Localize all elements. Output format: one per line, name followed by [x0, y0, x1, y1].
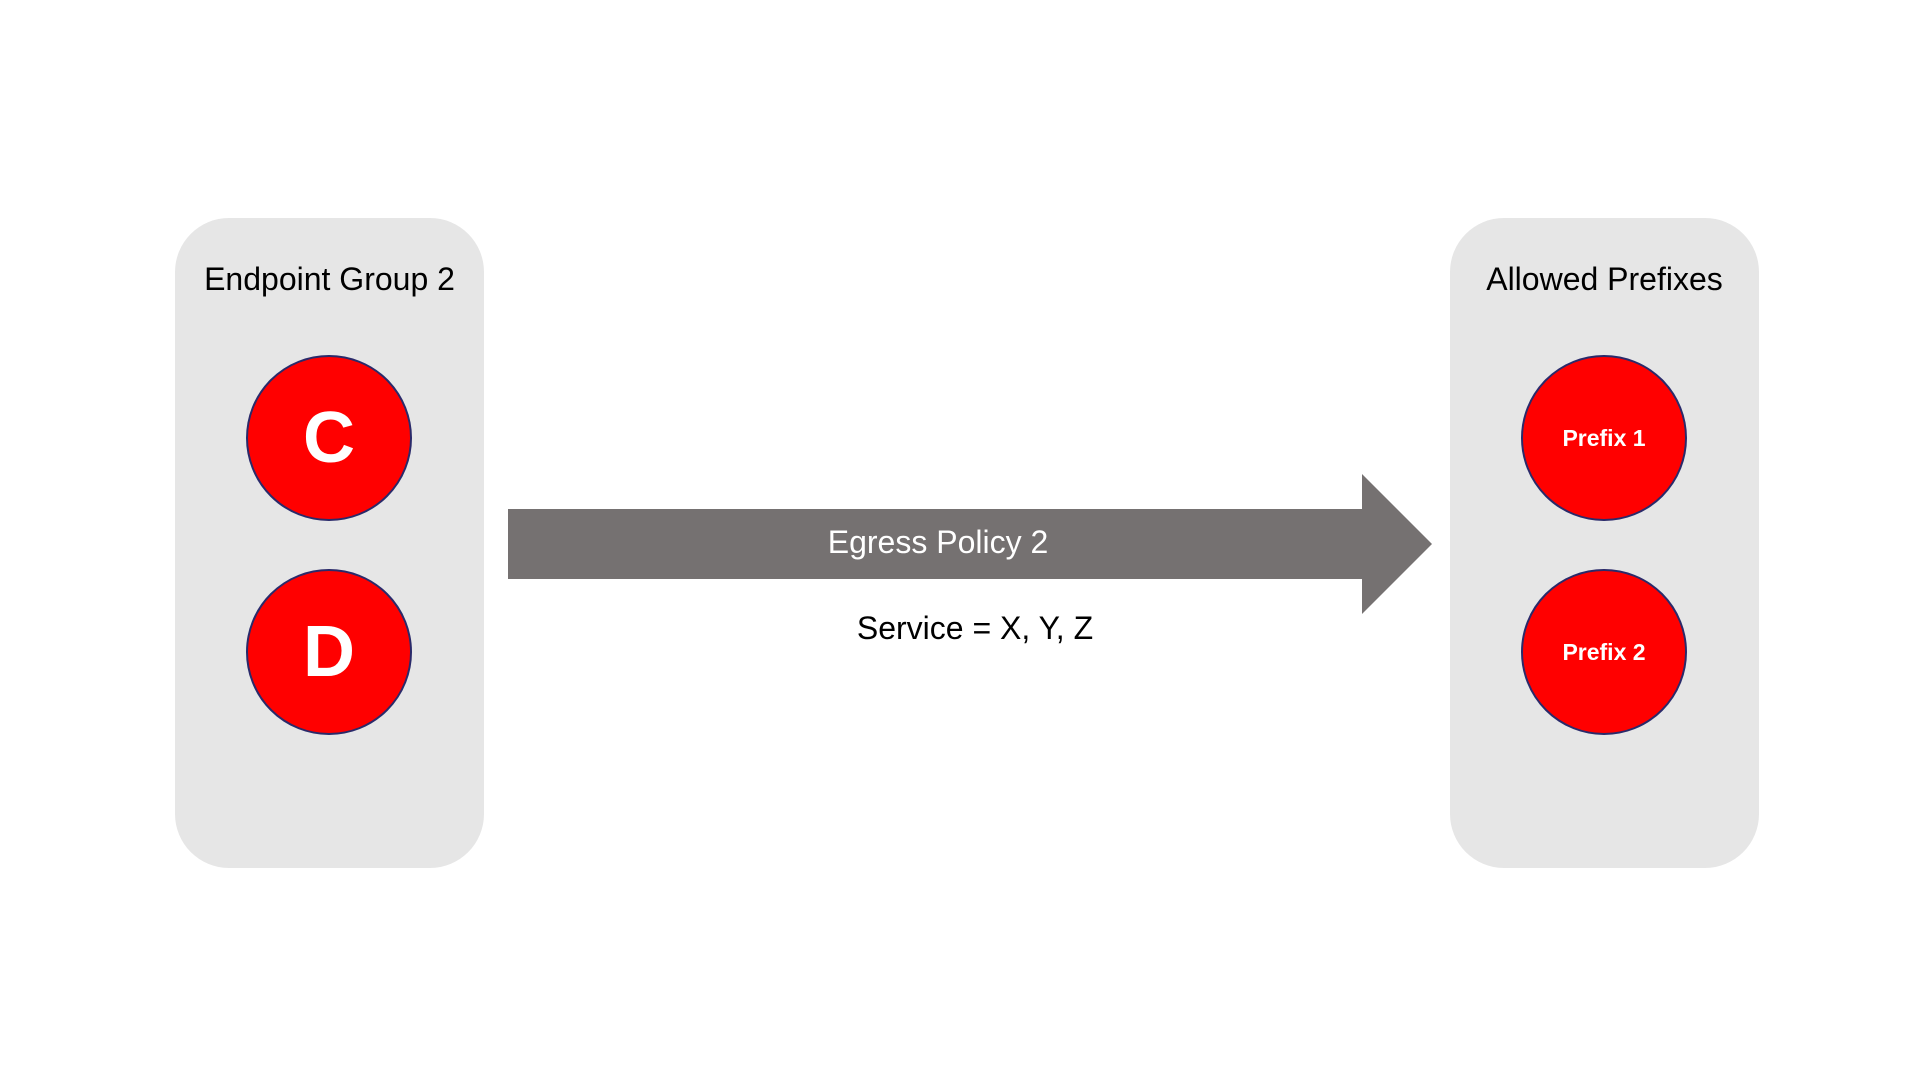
allowed-prefixes-box: Allowed Prefixes Prefix 1 Prefix 2 — [1450, 218, 1759, 868]
egress-policy-label: Egress Policy 2 — [827, 524, 1049, 560]
endpoint-group-title: Endpoint Group 2 — [204, 261, 455, 297]
endpoint-node-d: D — [246, 569, 412, 735]
prefix-node-1: Prefix 1 — [1521, 355, 1687, 521]
prefix-node-2: Prefix 2 — [1521, 569, 1687, 735]
allowed-prefixes-title: Allowed Prefixes — [1486, 261, 1723, 297]
egress-policy-arrow: Egress Policy 2 — [508, 474, 1432, 614]
endpoint-node-c: C — [246, 355, 412, 521]
endpoint-group-box: Endpoint Group 2 C D — [175, 218, 484, 868]
arrow-icon — [508, 474, 1432, 614]
service-label: Service = X, Y, Z — [856, 610, 1094, 646]
